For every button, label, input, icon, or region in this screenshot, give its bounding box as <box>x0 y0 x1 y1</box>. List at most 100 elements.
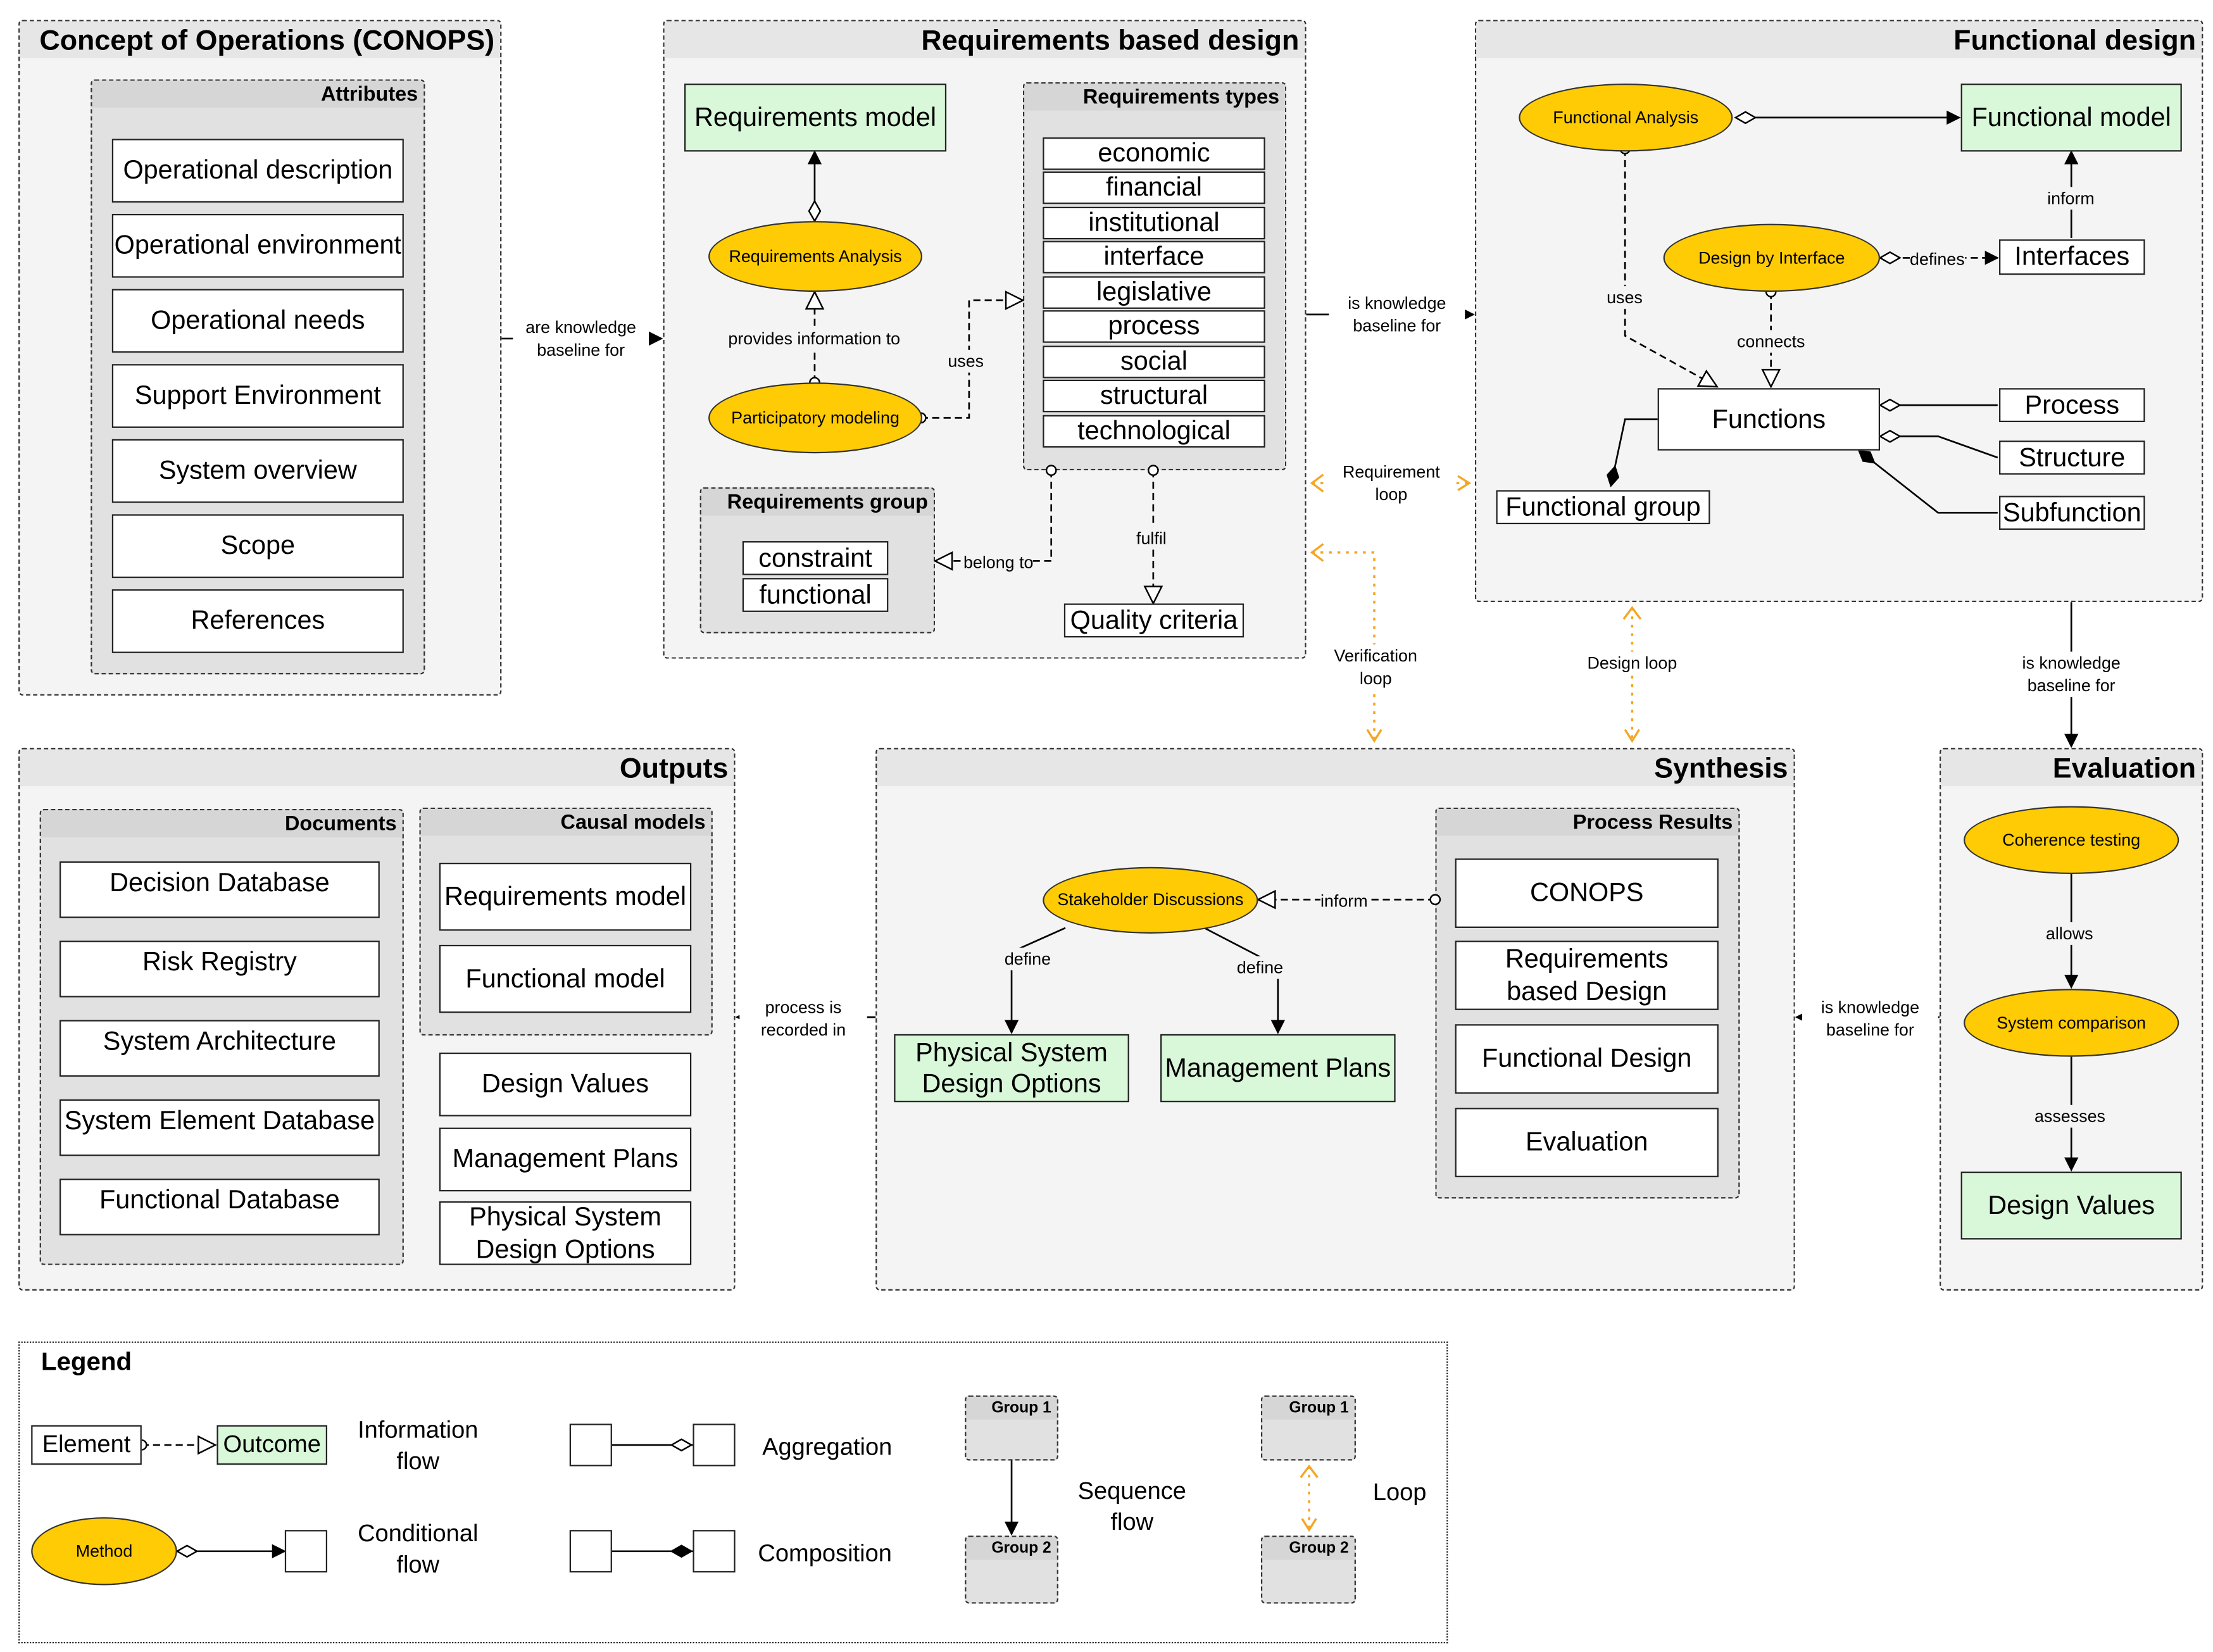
documents-title: Documents <box>41 810 403 837</box>
functional-analysis-method: Functional Analysis <box>1519 84 1733 152</box>
type-interface: interface <box>1043 241 1265 273</box>
type-social: social <box>1043 346 1265 379</box>
legend-aggregation-diamond <box>670 1438 693 1452</box>
fd-title: Functional design <box>1476 21 2202 58</box>
type-institutional: institutional <box>1043 206 1265 240</box>
functional-model-box: Functional model <box>1960 84 2182 152</box>
quality-criteria-box: Quality criteria <box>1063 603 1244 638</box>
result-conops: CONOPS <box>1455 858 1719 928</box>
structure-box: Structure <box>1999 441 2145 475</box>
legend-composition-diamond <box>670 1544 693 1558</box>
subfunction-box: Subfunction <box>1999 496 2145 530</box>
system-comparison-method: System comparison <box>1964 989 2179 1057</box>
synthesis-management-plans: Management Plans <box>1160 1034 1396 1103</box>
attr-references: References <box>111 589 404 653</box>
label-process-recorded-in: process is recorded in <box>739 996 867 1042</box>
legend-outcome: Outcome <box>216 1425 328 1465</box>
requirements-analysis-method: Requirements Analysis <box>708 221 923 292</box>
doc-system-architecture: System Architecture <box>60 1020 380 1077</box>
label-is-knowledge-baseline-2: is knowledge baseline for <box>2003 651 2140 698</box>
label-define-2: define <box>1236 956 1284 979</box>
label-requirement-loop: Requirement loop <box>1329 460 1454 506</box>
design-by-interface-method: Design by Interface <box>1663 223 1881 292</box>
attr-support-environment: Support Environment <box>111 364 404 428</box>
legend-composition: Composition <box>758 1539 892 1567</box>
evaluation-design-values: Design Values <box>1960 1171 2182 1240</box>
label-inform-fd: inform <box>2047 187 2095 210</box>
legend-title: Legend <box>41 1347 132 1376</box>
attr-operational-needs: Operational needs <box>111 289 404 353</box>
label-is-knowledge-baseline-1: is knowledge baseline for <box>1329 292 1465 338</box>
functional-group-box: Functional group <box>1496 490 1710 525</box>
attr-operational-description: Operational description <box>111 139 404 203</box>
label-fulfil: fulfil <box>1136 527 1167 550</box>
requirements-model-box: Requirements model <box>684 84 947 152</box>
attr-scope: Scope <box>111 514 404 579</box>
doc-decision-database: Decision Database <box>60 861 380 918</box>
label-defines: defines <box>1910 247 1965 271</box>
causal-requirements-model: Requirements model <box>439 863 692 931</box>
legend-loop-group1: Group 1 <box>1260 1395 1356 1461</box>
legend-loop: Loop <box>1372 1479 1427 1506</box>
evaluation-title: Evaluation <box>1941 749 2202 787</box>
outputs-title: Outputs <box>20 749 734 787</box>
attributes-title: Attributes <box>92 80 424 108</box>
label-belong-to: belong to <box>963 551 1034 574</box>
legend-agg-whole <box>569 1424 612 1467</box>
label-uses: uses <box>948 349 984 373</box>
group-functional: functional <box>742 578 889 612</box>
functions-box: Functions <box>1657 388 1881 451</box>
label-connects: connects <box>1736 330 1805 353</box>
interfaces-box: Interfaces <box>1999 239 2145 275</box>
doc-functional-database: Functional Database <box>60 1179 380 1236</box>
output-management-plans: Management Plans <box>439 1127 692 1192</box>
legend-comp-whole <box>569 1530 612 1573</box>
legend-method: Method <box>31 1517 177 1586</box>
type-process: process <box>1043 310 1265 343</box>
legend-loop-group2: Group 2 <box>1260 1536 1356 1604</box>
label-inform-synthesis: inform <box>1320 889 1368 913</box>
participatory-modeling-method: Participatory modeling <box>708 382 923 454</box>
coherence-testing-method: Coherence testing <box>1964 806 2179 874</box>
process-results-title: Process Results <box>1436 808 1739 836</box>
attr-system-overview: System overview <box>111 439 404 503</box>
type-technological: technological <box>1043 415 1265 448</box>
label-design-loop: Design loop <box>1584 651 1681 675</box>
label-assesses: assesses <box>2034 1104 2105 1128</box>
legend-element: Element <box>31 1425 142 1465</box>
conops-title: Concept of Operations (CONOPS) <box>20 21 501 58</box>
result-evaluation: Evaluation <box>1455 1108 1719 1177</box>
result-requirements-based-design: Requirements based Design <box>1455 941 1719 1010</box>
legend-aggregation: Aggregation <box>762 1434 893 1461</box>
type-legislative: legislative <box>1043 276 1265 309</box>
stakeholder-discussions-method: Stakeholder Discussions <box>1043 867 1258 934</box>
causal-functional-model: Functional model <box>439 944 692 1013</box>
requirements-types-title: Requirements types <box>1024 84 1286 111</box>
result-functional-design: Functional Design <box>1455 1024 1719 1094</box>
output-physical-options: Physical System Design Options <box>439 1201 692 1265</box>
legend-panel <box>18 1341 1448 1644</box>
doc-system-element-database: System Element Database <box>60 1099 380 1156</box>
process-box: Process <box>1999 388 2145 422</box>
legend-sequence-flow: Sequence flow <box>1077 1477 1186 1536</box>
legend-comp-part <box>693 1530 736 1573</box>
type-structural: structural <box>1043 379 1265 413</box>
synthesis-title: Synthesis <box>877 749 1794 787</box>
label-provides-information-to: provides information to <box>728 327 901 351</box>
label-are-knowledge-baseline: are knowledge baseline for <box>513 316 649 362</box>
legend-agg-part <box>693 1424 736 1467</box>
legend-conditional-flow: Conditional flow <box>358 1520 479 1579</box>
label-is-knowledge-baseline-3: is knowledge baseline for <box>1802 996 1938 1042</box>
output-design-values: Design Values <box>439 1052 692 1117</box>
label-allows: allows <box>2045 922 2093 946</box>
legend-conditional-target <box>284 1530 328 1573</box>
group-constraint: constraint <box>742 541 889 575</box>
rbd-title: Requirements based design <box>664 21 1305 58</box>
doc-risk-registry: Risk Registry <box>60 941 380 998</box>
type-financial: financial <box>1043 171 1265 204</box>
legend-seq-group2: Group 2 <box>965 1536 1058 1604</box>
causal-models-title: Causal models <box>420 808 712 836</box>
legend-seq-group1: Group 1 <box>965 1395 1058 1461</box>
label-define-1: define <box>1004 948 1051 971</box>
